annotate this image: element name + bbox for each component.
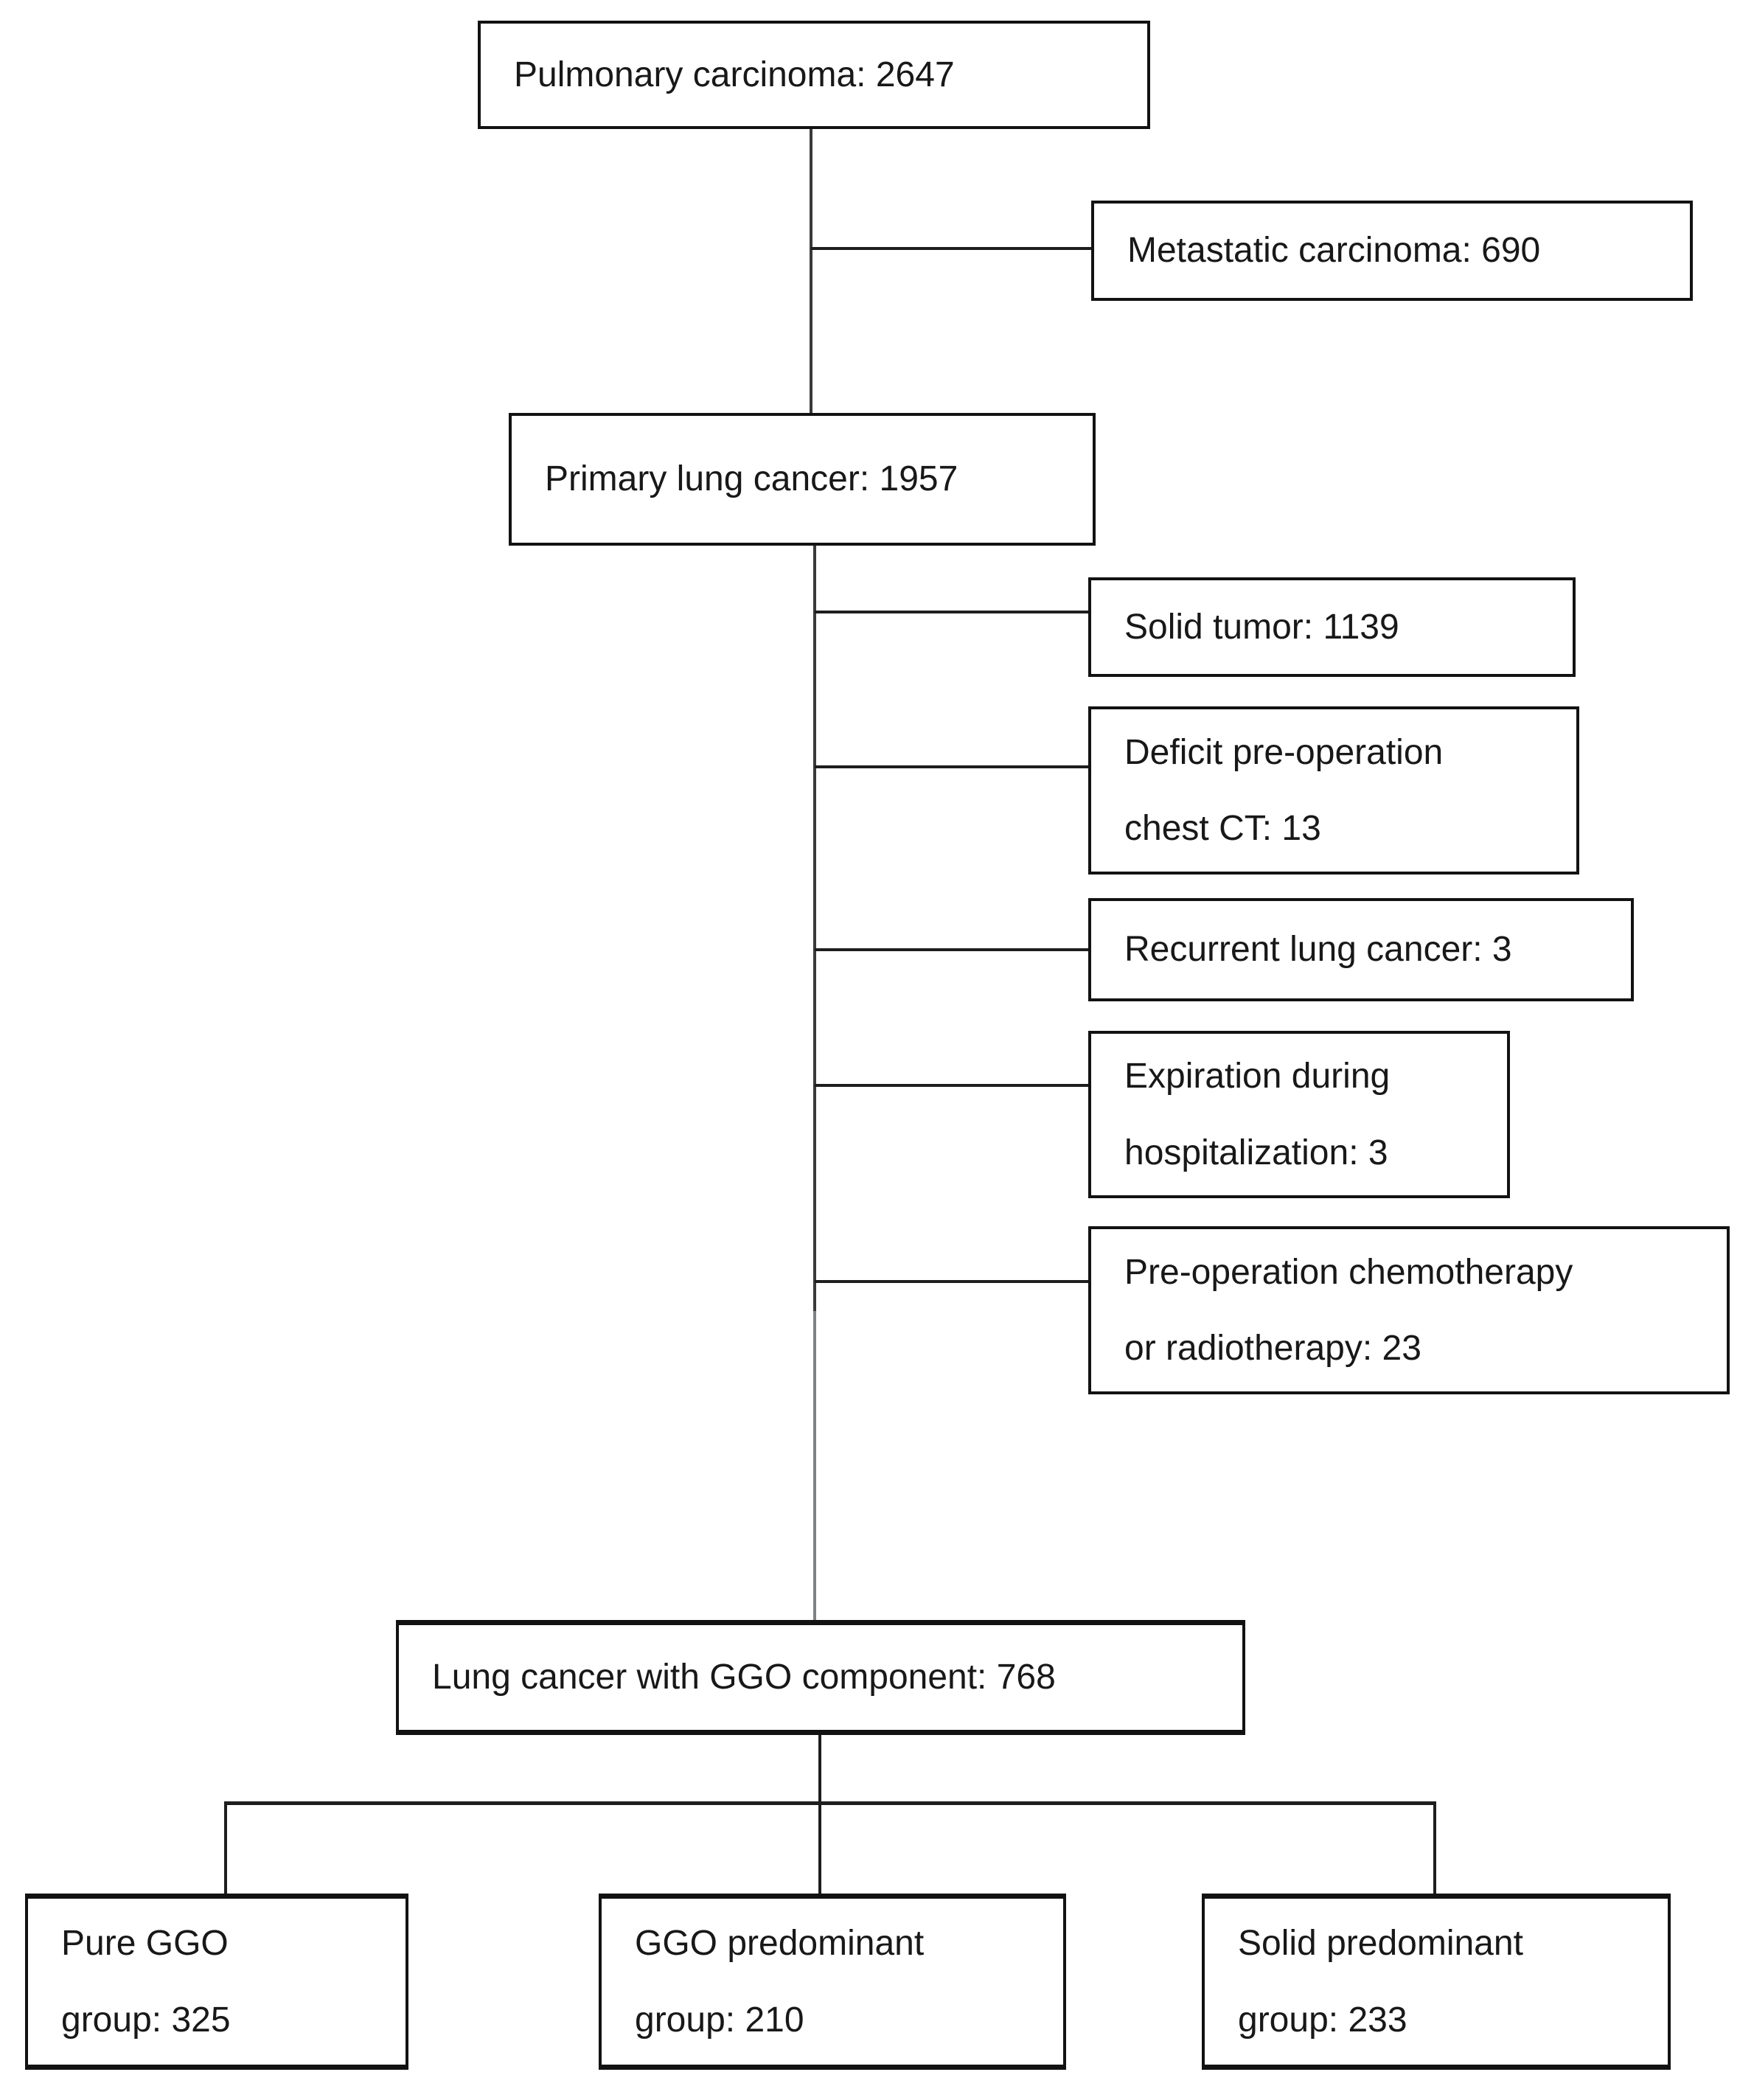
- node-label-line1: GGO predominant: [635, 1924, 925, 1964]
- connector-bottom-splitter: [224, 1801, 1436, 1805]
- connector-trunk-upper: [813, 544, 816, 1311]
- node-solid-predominant-group: Solid predominant group: 233: [1202, 1894, 1671, 2070]
- connector-drop-middle: [818, 1801, 821, 1894]
- node-pulmonary-carcinoma: Pulmonary carcinoma: 2647: [478, 21, 1150, 129]
- connector-metastatic-branch: [811, 247, 1093, 250]
- node-label-line2: hospitalization: 3: [1124, 1133, 1388, 1172]
- node-metastatic-carcinoma: Metastatic carcinoma: 690: [1091, 201, 1693, 301]
- connector-solid-tumor-branch: [815, 611, 1090, 613]
- node-label-line2: chest CT: 13: [1124, 809, 1321, 848]
- connector-recurrent-branch: [815, 948, 1090, 951]
- node-lung-cancer-ggo-component: Lung cancer with GGO component: 768: [396, 1620, 1245, 1735]
- node-pure-ggo-group: Pure GGO group: 325: [25, 1894, 408, 2070]
- node-label-line2: group: 210: [635, 2000, 804, 2040]
- node-label-line1: Pre-operation chemotherapy: [1124, 1252, 1573, 1292]
- node-label-line1: Deficit pre-operation: [1124, 732, 1444, 772]
- node-label-line2: group: 233: [1238, 2000, 1407, 2040]
- node-label: Metastatic carcinoma: 690: [1127, 231, 1541, 271]
- node-label-line2: or radiotherapy: 23: [1124, 1329, 1421, 1368]
- node-label: Recurrent lung cancer: 3: [1124, 930, 1512, 970]
- node-label-line1: Pure GGO: [61, 1924, 229, 1964]
- node-solid-tumor: Solid tumor: 1139: [1088, 577, 1576, 677]
- node-deficit-preop-chest-ct: Deficit pre-operation chest CT: 13: [1088, 706, 1579, 875]
- connector-top-vertical: [810, 128, 812, 415]
- connector-drop-left: [224, 1801, 227, 1894]
- connector-preop-branch: [815, 1280, 1090, 1283]
- node-recurrent-lung-cancer: Recurrent lung cancer: 3: [1088, 898, 1634, 1001]
- node-label: Solid tumor: 1139: [1124, 607, 1399, 647]
- node-expiration-during-hospitalization: Expiration during hospitalization: 3: [1088, 1031, 1510, 1198]
- node-label-line1: Solid predominant: [1238, 1924, 1523, 1964]
- node-label: Primary lung cancer: 1957: [545, 459, 958, 499]
- node-label: Lung cancer with GGO component: 768: [432, 1658, 1056, 1697]
- node-label-line2: group: 325: [61, 2000, 231, 2040]
- node-preop-chemo-radiotherapy: Pre-operation chemotherapy or radiothera…: [1088, 1226, 1730, 1394]
- node-ggo-predominant-group: GGO predominant group: 210: [599, 1894, 1066, 2070]
- node-primary-lung-cancer: Primary lung cancer: 1957: [509, 413, 1096, 546]
- connector-drop-right: [1433, 1801, 1436, 1894]
- connector-expiration-branch: [815, 1084, 1090, 1087]
- node-label: Pulmonary carcinoma: 2647: [514, 55, 955, 94]
- connector-trunk-lower: [813, 1311, 816, 1622]
- node-label-line1: Expiration during: [1124, 1057, 1391, 1096]
- connector-deficit-branch: [815, 765, 1090, 768]
- connector-ggo-bottom-vertical: [818, 1733, 821, 1803]
